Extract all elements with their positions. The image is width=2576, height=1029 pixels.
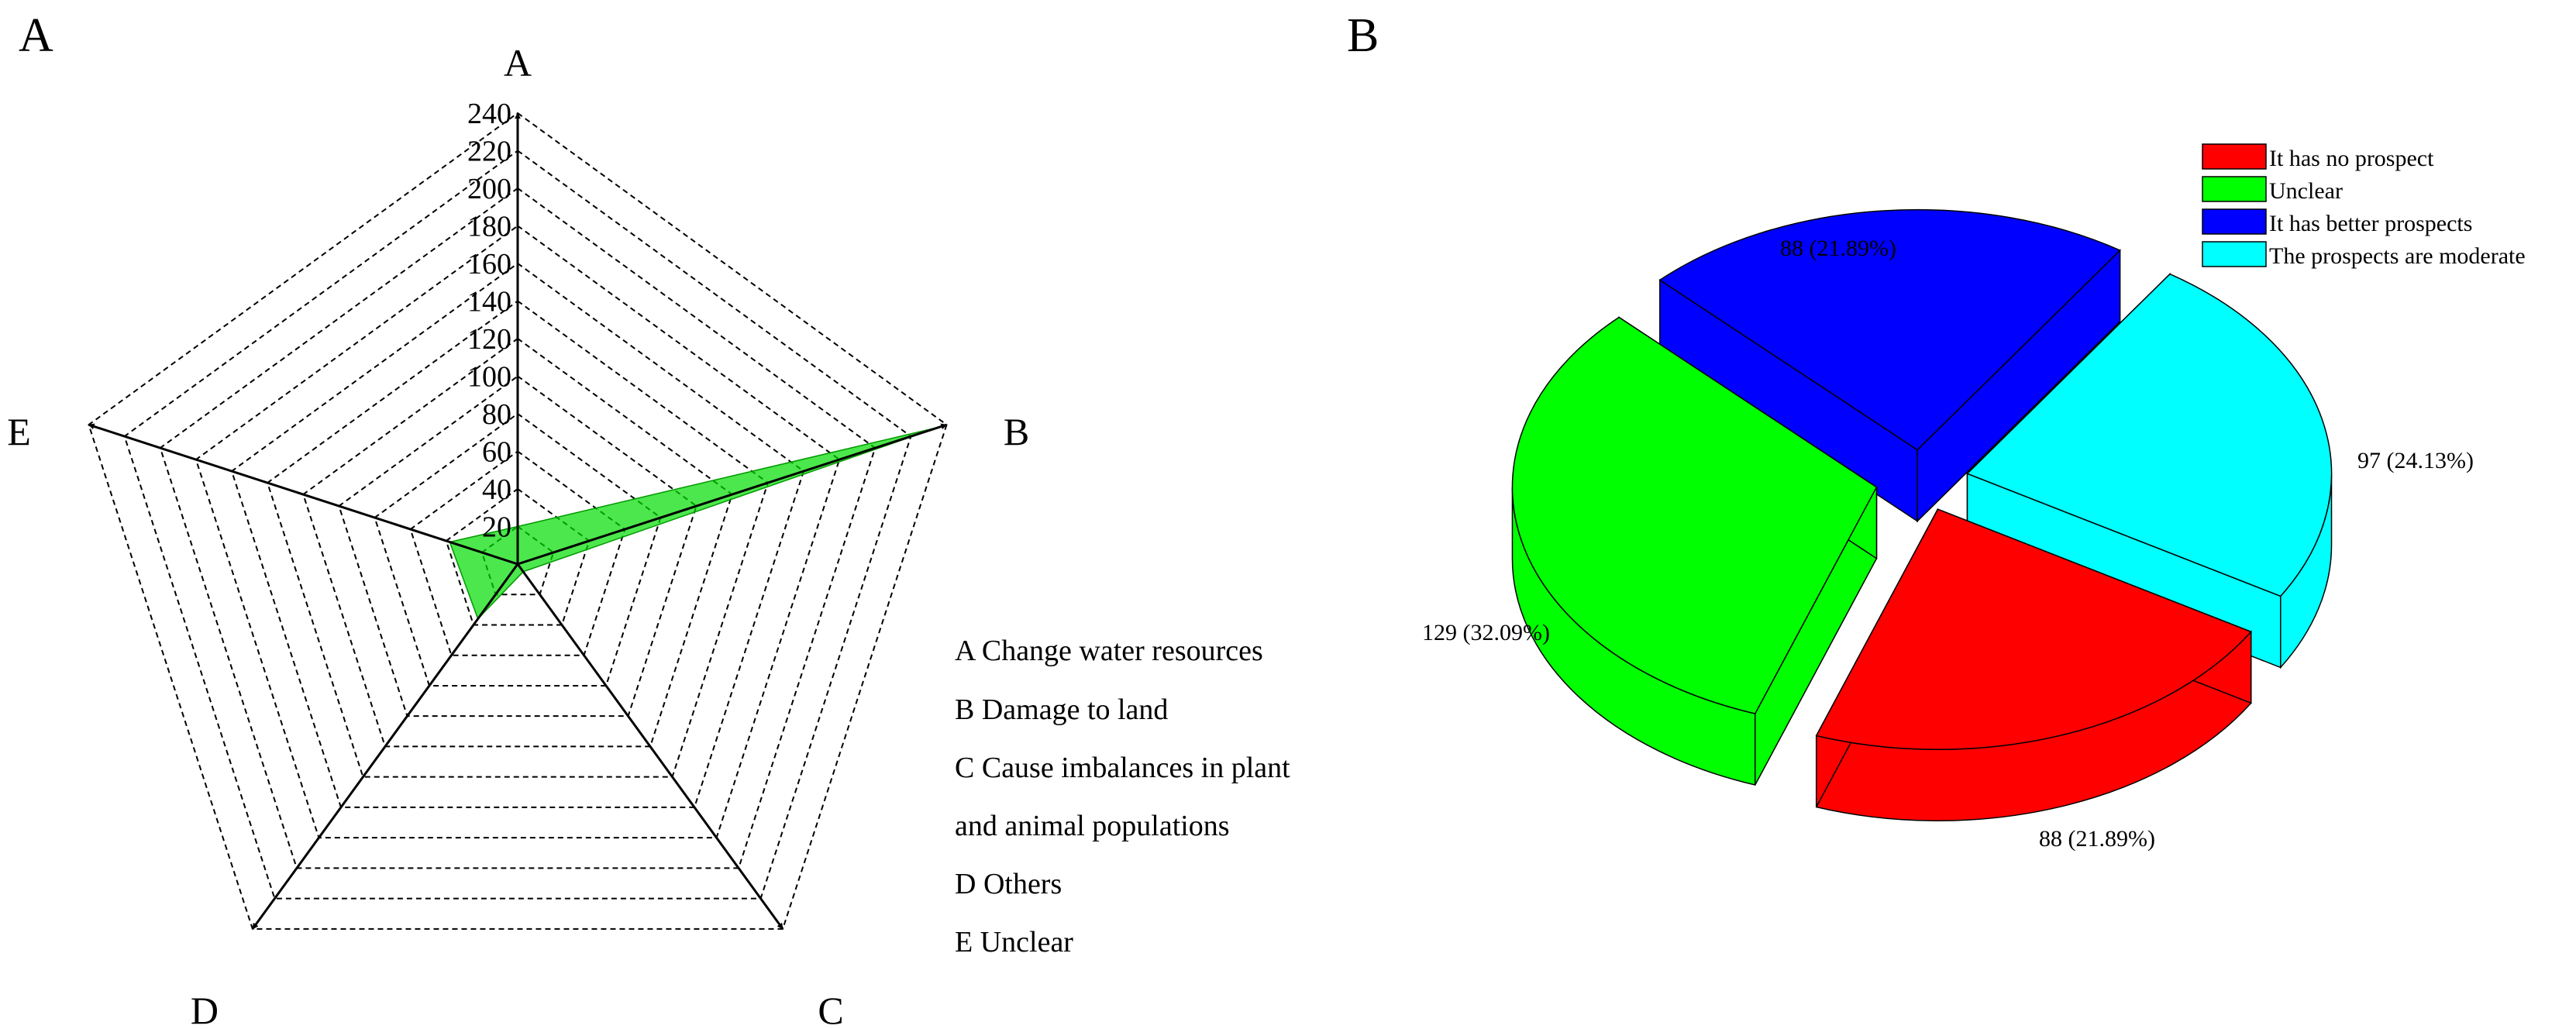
radar-axis-label-b: B [1004,410,1029,453]
radar-tick-labels: 20 40 60 80 100 120 140 160 180 200 220 240 [467,98,511,544]
radar-tick-label: 40 [482,473,511,506]
radar-axis-label-e: E [7,410,31,453]
radar-descriptions: A Change water resources B Damage to lan… [955,635,1290,958]
radar-grid-ring [88,112,948,930]
radar-tick-label: 80 [482,398,511,431]
radar-grid [88,112,948,930]
radar-tick-label: 180 [467,211,511,243]
radar-description-a: A Change water resources [955,635,1263,667]
radar-axis-c [516,563,784,930]
pie-value-labels: 88 (21.89%) 97 (24.13%) 129 (32.09%) 88 … [1422,236,2474,852]
pie-slice-top [1511,316,1878,714]
radar-axis-e [88,423,518,566]
legend-label-no-prospect: It has no prospect [2269,146,2434,171]
pie-slice-unclear [1511,316,1878,786]
legend-swatch-unclear [2202,176,2267,202]
radar-tick-label: 120 [467,323,511,356]
legend-label-moderate: The prospects are moderate [2269,243,2526,269]
radar-tick-label: 200 [467,173,511,205]
radar-description-c-cont: and animal populations [955,810,1230,842]
panel-letter-b: B [1347,9,1379,62]
pie-slice-top [1658,208,2121,451]
radar-axis-label-a: A [504,41,532,84]
pie-label-green: 129 (32.09%) [1422,620,1550,645]
radar-tick-label: 100 [467,361,511,394]
radar-grid-ring [266,300,770,778]
legend-swatch-moderate [2202,241,2267,267]
radar-tick-label: 20 [482,511,511,544]
radar-description-c: C Cause imbalances in plant [955,752,1290,784]
radar-description-e: E Unclear [955,926,1073,958]
radar-fill-layer [449,426,940,621]
radar-tick-label: 140 [467,286,511,318]
radar-description-d: D Others [955,868,1062,900]
radar-axis-b [517,423,948,566]
radar-grid-ring [374,412,662,687]
radar-grid-ring [302,337,733,748]
radar-grid-ring [195,225,841,839]
radar-chart: 20 40 60 80 100 120 140 160 180 200 220 240 A B C D E [7,41,1029,1029]
radar-axis-label-d: D [191,989,219,1029]
radar-grid-ring [123,150,912,900]
panel-letter-a: A [19,9,53,62]
radar-data-area [449,426,940,621]
radar-tick-label: 60 [482,436,511,469]
radar-axes [88,112,948,930]
radar-tick-label: 220 [467,136,511,168]
pie-label-cyan: 97 (24.13%) [2357,448,2474,473]
pie-slice-top [1815,508,2252,750]
pie-label-red: 88 (21.89%) [2039,826,2155,852]
radar-tick-label: 240 [467,98,511,130]
pie-chart [1511,208,2333,821]
pie-slice-top [1966,273,2333,597]
legend-swatch-better [2202,208,2267,235]
radar-axis-d [251,563,519,930]
radar-axis-label-c: C [818,989,843,1029]
radar-grid-ring [230,262,805,808]
radar-axis-labels: A B C D E [7,41,1029,1029]
pie-slice-better [1658,208,2121,523]
radar-grid-ring [338,375,697,718]
radar-description-b: B Damage to land [955,693,1168,726]
legend-label-unclear: Unclear [2269,178,2343,204]
legend-label-better: It has better prospects [2269,211,2472,236]
pie-legend: It has no prospect Unclear It has better… [2202,143,2526,269]
pie-slice-no-prospect [1815,508,2252,821]
legend-swatch-no-prospect [2202,143,2267,170]
pie-slice-moderate [1966,272,2333,669]
radar-grid-ring [409,450,626,656]
radar-tick-label: 160 [467,248,511,280]
pie-label-blue: 88 (21.89%) [1780,236,1896,261]
